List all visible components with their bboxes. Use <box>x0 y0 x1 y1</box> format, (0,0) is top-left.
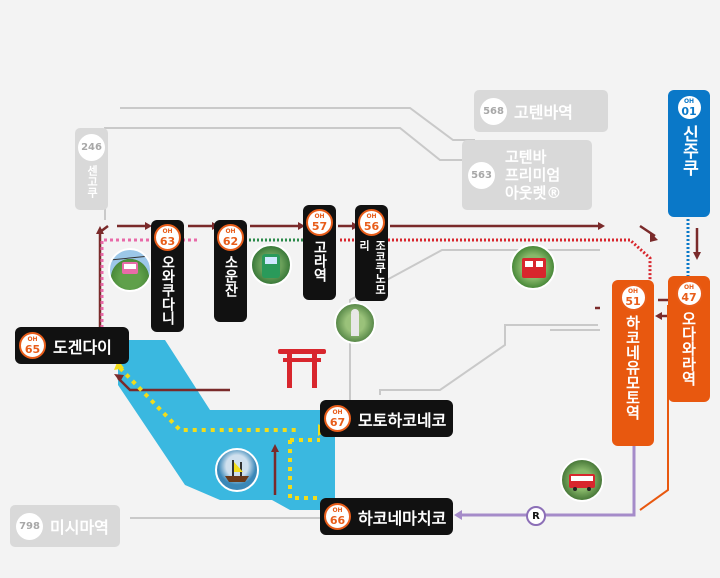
station-odawara[interactable]: OH 47 오다와라역 <box>668 276 710 402</box>
bus-arrows <box>96 222 658 452</box>
outdoor-museum-photo <box>334 302 376 344</box>
pirate-ship-photo <box>215 448 259 492</box>
station-name: 도겐다이 <box>53 337 112 357</box>
station-name: 신주쿠 <box>678 125 699 176</box>
bus-stop-name: 센고쿠 <box>85 165 99 198</box>
torii-gate-icon <box>278 349 326 388</box>
station-hakone-machi-ko[interactable]: OH 66 하코네마치코 <box>320 498 453 535</box>
station-code-badge: OH 62 <box>217 224 244 251</box>
bus-stop-number: 246 <box>78 134 105 161</box>
tozan-line <box>340 238 652 292</box>
bus-stop-number: 563 <box>468 161 495 189</box>
ropeway-photo <box>108 248 152 292</box>
station-code-badge: OH 63 <box>154 224 181 251</box>
station-name: 하코네유모토역 <box>623 315 642 420</box>
station-name: 모토하코네코 <box>358 410 447 430</box>
station-hakone-yumoto[interactable]: OH 51 하코네유모토역 <box>612 280 654 446</box>
station-name: 조코쿠노모리 <box>357 240 387 295</box>
bus-photo <box>560 458 604 502</box>
station-name: 오다와라역 <box>679 311 698 386</box>
station-gora[interactable]: OH 57 고라역 <box>303 205 336 300</box>
route-r-marker: R <box>526 506 546 526</box>
station-chokoku-no-mori[interactable]: OH 56 조코쿠노모리 <box>355 205 388 301</box>
station-name: 고라역 <box>311 240 328 282</box>
station-shinjuku[interactable]: OH 01 신주쿠 <box>668 90 710 217</box>
station-code-badge: OH 47 <box>675 280 703 307</box>
station-togendai[interactable]: OH 65 도겐다이 <box>15 327 129 364</box>
bus-stop-name: 고텐바역 <box>514 103 573 122</box>
station-name: 소운잔 <box>222 255 239 297</box>
lake-ashi <box>118 340 335 510</box>
station-code-badge: OH 51 <box>619 284 647 311</box>
station-code-badge: OH 56 <box>358 209 385 236</box>
bus-stop-number: 568 <box>480 97 507 125</box>
busstop-sengoku[interactable]: 246 센고쿠 <box>75 128 108 210</box>
station-moto-hakone-ko[interactable]: OH 67 모토하코네코 <box>320 400 453 437</box>
busstop-mishima-station[interactable]: 798 미시마역 <box>10 505 120 547</box>
station-code-badge: OH 01 <box>675 94 703 121</box>
bus-stop-name-line-1: 고텐바 <box>505 148 547 166</box>
ropeway-line <box>100 238 200 340</box>
cablecar-photo <box>250 244 292 286</box>
station-code-badge: OH 66 <box>324 503 351 530</box>
bus-stop-number: 798 <box>16 512 43 540</box>
bus-stop-name-line-2: 프리미엄 <box>505 166 561 184</box>
boat-route <box>118 366 320 500</box>
station-name: 오와쿠다니 <box>159 255 176 325</box>
station-owakudani[interactable]: OH 63 오와쿠다니 <box>151 220 184 332</box>
busstop-gotemba-outlets[interactable]: 563 고텐바 프리미엄 아웃렛® <box>462 140 592 210</box>
busstop-gotemba-station[interactable]: 568 고텐바역 <box>474 90 608 132</box>
station-code-badge: OH 67 <box>324 405 351 432</box>
bus-stop-name: 미시마역 <box>50 518 109 537</box>
station-name: 하코네마치코 <box>358 508 447 528</box>
station-sounzan[interactable]: OH 62 소운잔 <box>214 220 247 322</box>
station-code-badge: OH 65 <box>19 332 46 359</box>
tozan-train-photo <box>510 244 556 290</box>
purple-route <box>460 445 636 517</box>
station-code-badge: OH 57 <box>306 209 333 236</box>
bus-stop-name-line-3: 아웃렛® <box>505 184 562 202</box>
